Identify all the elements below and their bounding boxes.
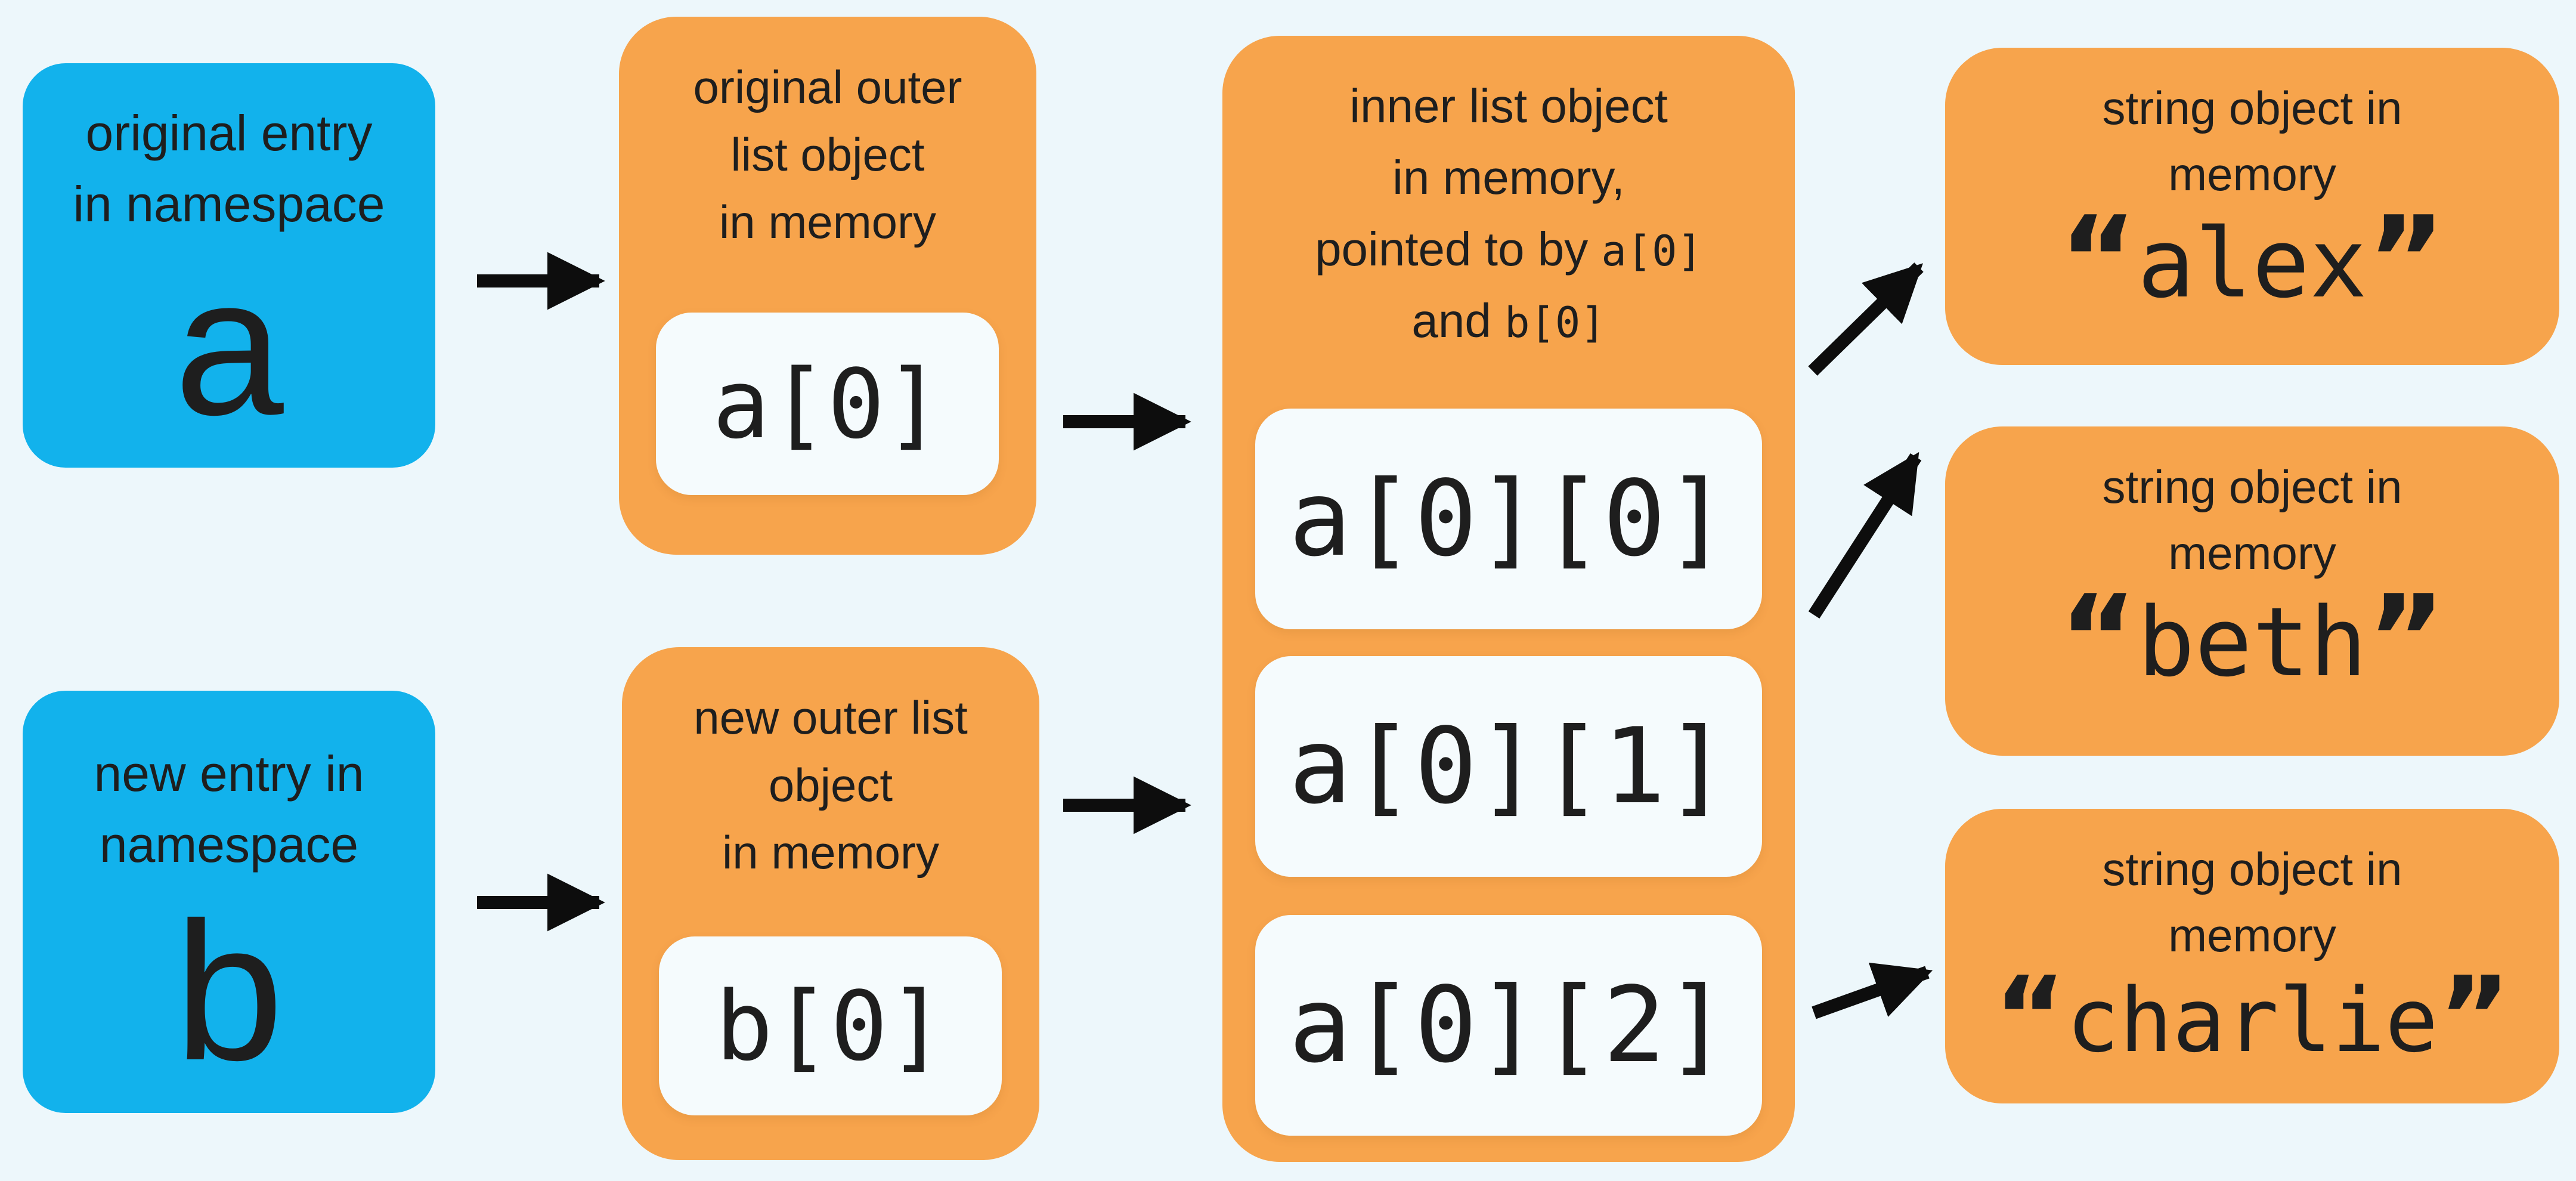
namespace-b-label-line1: new entry in [94, 746, 364, 802]
string-alex-title: string object in memory [2103, 75, 2402, 208]
a02-reference-cell: a[0][2] [1255, 915, 1762, 1136]
string-charlie-open-quote: “ [1993, 952, 2067, 1081]
string-beth-box: string object in memory “beth” [1945, 426, 2559, 756]
string-beth-text: beth [2137, 586, 2367, 698]
string-beth-close-quote: ” [2367, 569, 2446, 709]
string-charlie-title-line1: string object in [2102, 843, 2402, 895]
a01-reference-cell: a[0][1] [1255, 656, 1762, 877]
string-alex-title-line2: memory [2168, 147, 2336, 200]
string-alex-value: “alex” [2059, 200, 2445, 320]
string-beth-open-quote: “ [2058, 569, 2138, 709]
string-charlie-text: charlie [2066, 969, 2438, 1072]
inner-list-title-line1: inner list object [1349, 79, 1668, 132]
inner-list-title-line3-code: a[0] [1601, 227, 1702, 276]
inner-list-title-line2: in memory, [1392, 151, 1625, 204]
namespace-b-box: new entry in namespace b [23, 691, 435, 1113]
string-alex-text: alex [2137, 207, 2367, 319]
arrow-a02-to-charlie [1812, 962, 1933, 1019]
string-beth-title-line1: string object in [2102, 460, 2402, 513]
inner-list-title-line4-text: and [1411, 294, 1505, 347]
new-outer-list-title-line3: in memory [722, 826, 940, 879]
a00-reference-cell: a[0][0] [1255, 409, 1762, 629]
string-alex-title-line1: string object in [2102, 82, 2402, 134]
b0-reference-cell: b[0] [659, 936, 1002, 1115]
string-charlie-box: string object in memory “charlie” [1945, 809, 2559, 1103]
original-outer-list-title: original outer list object in memory [619, 54, 1036, 256]
arrow-a00-to-alex [1808, 262, 1924, 376]
original-outer-list-title-line1: original outer [693, 61, 962, 113]
string-charlie-title-line2: memory [2168, 908, 2336, 962]
string-alex-close-quote: ” [2367, 190, 2446, 330]
inner-list-title: inner list object in memory, pointed to … [1222, 70, 1795, 357]
string-charlie-value: “charlie” [1994, 962, 2511, 1072]
namespace-b-letter: b [174, 880, 284, 1101]
namespace-a-letter: a [174, 235, 284, 456]
new-outer-list-title-line2: object [768, 759, 893, 812]
string-charlie-title: string object in memory [2103, 836, 2402, 969]
namespace-a-label-line1: original entry [85, 105, 373, 161]
string-alex-open-quote: “ [2058, 190, 2138, 330]
a0-reference-cell: a[0] [656, 313, 999, 495]
namespace-b-label: new entry in namespace [94, 738, 364, 881]
inner-list-title-line4-code: b[0] [1504, 298, 1606, 347]
new-outer-list-title: new outer list object in memory [622, 684, 1039, 886]
new-outer-list-title-line1: new outer list [693, 691, 968, 744]
inner-list-title-line4: and b[0] [1222, 285, 1795, 357]
new-outer-list-box: new outer list object in memory b[0] [622, 647, 1039, 1160]
original-outer-list-box: original outer list object in memory a[0… [619, 17, 1036, 555]
string-alex-box: string object in memory “alex” [1945, 48, 2559, 365]
original-outer-list-title-line2: list object [730, 128, 925, 181]
string-charlie-close-quote: ” [2438, 952, 2511, 1081]
inner-list-title-line3: pointed to by a[0] [1222, 214, 1795, 285]
string-beth-title: string object in memory [2103, 454, 2402, 586]
namespace-b-label-line2: namespace [99, 817, 359, 873]
namespace-a-label-line2: in namespace [73, 176, 385, 233]
original-outer-list-title-line3: in memory [719, 196, 937, 249]
inner-list-box: inner list object in memory, pointed to … [1222, 36, 1795, 1162]
arrow-a01-to-beth [1808, 452, 1922, 619]
string-beth-title-line2: memory [2168, 526, 2336, 579]
namespace-a-label: original entry in namespace [73, 98, 385, 240]
string-beth-value: “beth” [2059, 579, 2445, 698]
inner-list-title-line3-text: pointed to by [1315, 222, 1602, 276]
namespace-a-box: original entry in namespace a [23, 63, 435, 468]
